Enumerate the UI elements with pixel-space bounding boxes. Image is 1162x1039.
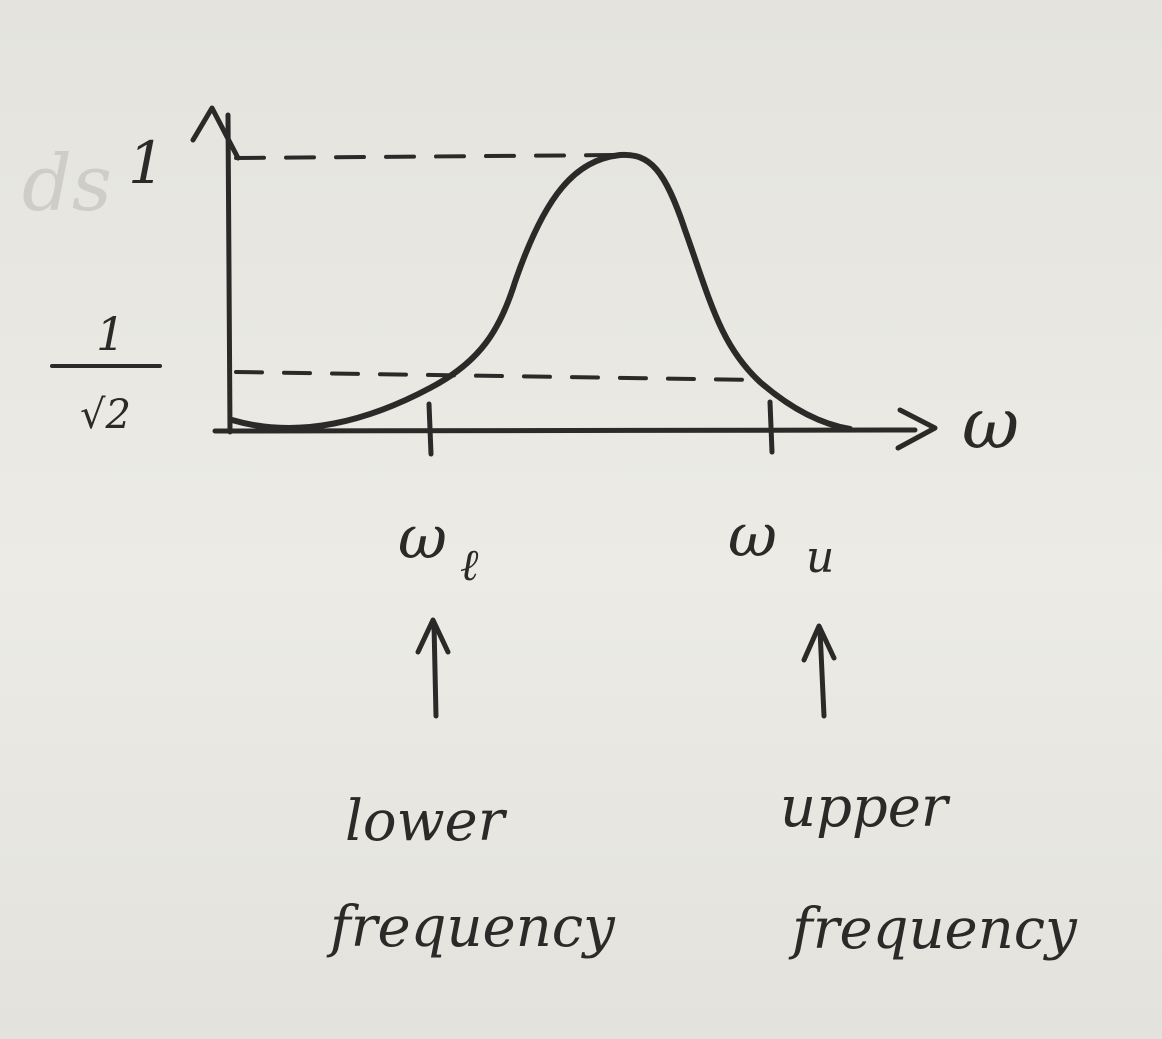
- faint-bleed-through-text: ds: [22, 139, 112, 229]
- lower-pointer-arrowhead-icon: [415, 617, 451, 655]
- upper-marker-symbol: ω: [728, 501, 777, 571]
- peak-dashed-line: [234, 153, 622, 160]
- half-power-dashed-line: [234, 370, 762, 382]
- y-axis-mid-label-denominator: √2: [80, 392, 131, 438]
- lower-marker-subscript: ℓ: [460, 540, 479, 591]
- x-axis-label: ω: [962, 383, 1019, 465]
- lower-caption-line2: frequency: [326, 895, 616, 960]
- response-curve: [229, 151, 853, 432]
- upper-cutoff-tick: [767, 399, 775, 455]
- upper-caption-line2: frequency: [788, 897, 1078, 962]
- x-axis: [212, 427, 918, 434]
- y-axis: [225, 112, 233, 435]
- lower-caption-line1: lower: [345, 789, 508, 854]
- x-axis-arrow-icon: [895, 407, 938, 451]
- y-axis-mid-label-numerator: 1: [96, 307, 125, 361]
- upper-marker-subscript: u: [806, 532, 834, 583]
- lower-pointer-arrow-icon: [431, 621, 439, 719]
- y-axis-top-label: 1: [128, 129, 165, 197]
- lower-cutoff-tick: [426, 401, 434, 457]
- upper-caption-line1: upper: [780, 775, 951, 840]
- upper-pointer-arrow-icon: [817, 627, 827, 719]
- y-axis-arrow-icon: [190, 105, 241, 161]
- upper-pointer-arrowhead-icon: [801, 623, 837, 663]
- lower-marker-symbol: ω: [398, 503, 447, 573]
